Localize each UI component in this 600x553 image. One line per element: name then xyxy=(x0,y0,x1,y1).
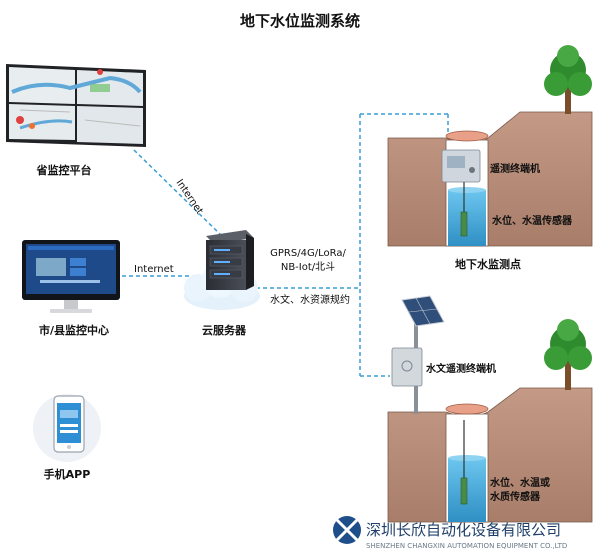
protocols-line2: NB-Iot/北斗 xyxy=(281,261,335,273)
well-cap-top xyxy=(445,130,489,142)
diagram-title: 地下水位监测系统 xyxy=(240,12,360,30)
company-name-en: SHENZHEN CHANGXIN AUTOMATION EQUIPMENT C… xyxy=(366,542,567,550)
city-center: 市/县监控中心 xyxy=(22,240,120,337)
tree-icon xyxy=(544,45,592,114)
province-platform: 省监控平台 xyxy=(6,64,146,177)
cloud-server-label: 云服务器 xyxy=(202,323,247,337)
company-watermark: 深圳长欣自动化设备有限公司 SHENZHEN CHANGXIN AUTOMATI… xyxy=(333,516,567,550)
mobile-app: 手机APP xyxy=(33,394,101,481)
monitor-icon xyxy=(22,240,120,313)
monitoring-site-bottom: 水文遥测终端机 水位、水温或 水质传感器 xyxy=(387,295,593,523)
city-center-label: 市/县监控中心 xyxy=(39,323,109,337)
network-links xyxy=(122,113,449,377)
video-wall-icon xyxy=(6,64,146,147)
terminal-label-bottom: 水文遥测终端机 xyxy=(425,362,496,375)
company-logo-icon xyxy=(333,516,361,544)
water-level-sensor-icon xyxy=(460,182,468,237)
mobile-app-label: 手机APP xyxy=(44,467,91,481)
water-quality-sensor-icon xyxy=(460,420,468,505)
link-province-cloud xyxy=(133,149,225,239)
sensor-label-bottom-2: 水质传感器 xyxy=(489,490,541,503)
protocol-rules-label: 水文、水资源规约 xyxy=(270,293,350,306)
internet-horizontal-label: Internet xyxy=(134,264,174,275)
server-rack-icon xyxy=(206,230,254,290)
monitoring-point-label: 地下水监测点 xyxy=(455,257,521,271)
telemetry-terminal-icon xyxy=(441,149,481,183)
company-name-cn: 深圳长欣自动化设备有限公司 xyxy=(366,521,561,539)
well-cap-bottom xyxy=(445,403,489,415)
monitoring-site-top: 遥测终端机 水位、水温传感器 地下水监测点 xyxy=(387,45,593,271)
sensor-label-top: 水位、水温传感器 xyxy=(491,214,573,227)
terminal-label-top: 遥测终端机 xyxy=(490,162,540,175)
province-platform-label: 省监控平台 xyxy=(36,163,92,177)
cloud-server: 云服务器 xyxy=(184,230,260,337)
protocols-line1: GPRS/4G/LoRa/ xyxy=(270,248,346,259)
tree-icon xyxy=(544,319,592,390)
sensor-label-bottom-1: 水位、水温或 xyxy=(489,476,550,489)
hydrology-terminal-icon xyxy=(391,347,423,387)
smartphone-icon xyxy=(53,395,85,453)
internet-diagonal-label: Internet xyxy=(174,178,205,217)
